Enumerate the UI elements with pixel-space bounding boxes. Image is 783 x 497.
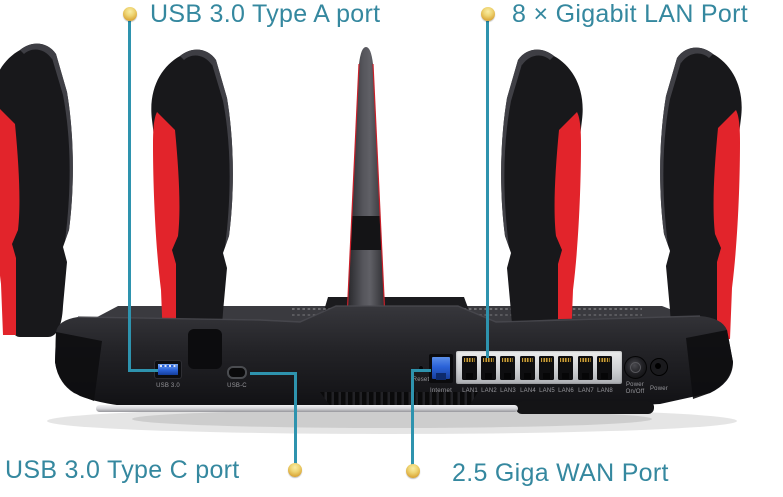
power-switch-label: Power On/Off bbox=[625, 382, 645, 395]
usb-c-etched-label: USB-C bbox=[227, 383, 247, 389]
antenna-left-outer bbox=[0, 43, 73, 337]
rj45-notch bbox=[582, 373, 589, 379]
usb-a-etched-label: USB 3.0 bbox=[156, 383, 180, 389]
antenna-right-inner bbox=[501, 49, 583, 343]
power-switch-ring bbox=[630, 362, 641, 373]
lan4-label: LAN4 bbox=[520, 388, 536, 394]
leader-line-usb-a-vertical bbox=[128, 21, 131, 372]
rj45-notch bbox=[601, 373, 608, 379]
rj45-pins bbox=[464, 358, 475, 362]
power-jack bbox=[650, 358, 668, 376]
antenna-left-inner bbox=[151, 49, 233, 343]
lan-port-6 bbox=[558, 356, 573, 380]
lan2-label: LAN2 bbox=[481, 388, 497, 394]
lan-port-2 bbox=[481, 356, 496, 380]
lan-port-7 bbox=[578, 356, 593, 380]
pin-wan bbox=[406, 464, 420, 478]
power-jack-hole bbox=[655, 363, 661, 369]
antenna-right-outer bbox=[660, 47, 742, 341]
rj45-notch bbox=[543, 373, 550, 379]
ground-shadow bbox=[47, 408, 737, 434]
lan8-label: LAN8 bbox=[597, 388, 613, 394]
router-body bbox=[55, 305, 733, 414]
usb-a-tongue bbox=[158, 364, 178, 375]
callout-lan-label: 8 × Gigabit LAN Port bbox=[512, 0, 748, 28]
rj45-pins bbox=[522, 358, 533, 362]
pin-usb-c bbox=[288, 463, 302, 477]
rj45-pins bbox=[580, 358, 591, 362]
rj45-pins bbox=[502, 358, 513, 362]
lan-port-1 bbox=[462, 356, 477, 380]
usb-a-contacts bbox=[160, 365, 176, 367]
lan1-label: LAN1 bbox=[462, 388, 478, 394]
leader-line-wan-horizontal bbox=[412, 369, 431, 372]
lan3-label: LAN3 bbox=[500, 388, 516, 394]
rj45-pins bbox=[560, 358, 571, 362]
leader-line-usb-a-horizontal bbox=[128, 369, 158, 372]
lan6-label: LAN6 bbox=[558, 388, 574, 394]
lan5-label: LAN5 bbox=[539, 388, 555, 394]
rj45-notch bbox=[485, 373, 492, 379]
power-switch bbox=[624, 356, 647, 379]
internet-wan-port bbox=[429, 354, 453, 383]
reset-label: Reset bbox=[412, 377, 430, 383]
rj45-pins bbox=[599, 358, 610, 362]
reset-pinhole bbox=[419, 366, 423, 370]
usb-a-port bbox=[155, 361, 181, 378]
power-jack-label: Power bbox=[649, 386, 668, 392]
internet-label: Internet bbox=[430, 388, 452, 394]
rj45-pins bbox=[541, 358, 552, 362]
leader-line-usb-c-vertical bbox=[294, 372, 297, 466]
lan-port-8 bbox=[597, 356, 612, 380]
lan-port-5 bbox=[539, 356, 554, 380]
lan-port-4 bbox=[520, 356, 535, 380]
antenna-center-spike bbox=[345, 47, 387, 341]
rj45-slot bbox=[436, 373, 446, 380]
rj45-pins bbox=[483, 358, 494, 362]
leader-line-usb-c-horizontal bbox=[250, 372, 297, 375]
callout-usb-c-label: USB 3.0 Type C port bbox=[5, 456, 240, 484]
rj45-notch bbox=[562, 373, 569, 379]
callout-usb-a-label: USB 3.0 Type A port bbox=[150, 0, 381, 28]
usb-c-port bbox=[227, 366, 247, 379]
pin-lan bbox=[481, 7, 495, 21]
pin-usb-a bbox=[123, 7, 137, 21]
rj45-notch bbox=[504, 373, 511, 379]
rj45-notch bbox=[466, 373, 473, 379]
callout-wan-label: 2.5 Giga WAN Port bbox=[452, 459, 669, 487]
leader-line-wan-vertical bbox=[411, 369, 414, 466]
lan-port-3 bbox=[500, 356, 515, 380]
lan7-label: LAN7 bbox=[578, 388, 594, 394]
leader-line-lan-vertical bbox=[486, 21, 489, 358]
rj45-notch bbox=[524, 373, 531, 379]
